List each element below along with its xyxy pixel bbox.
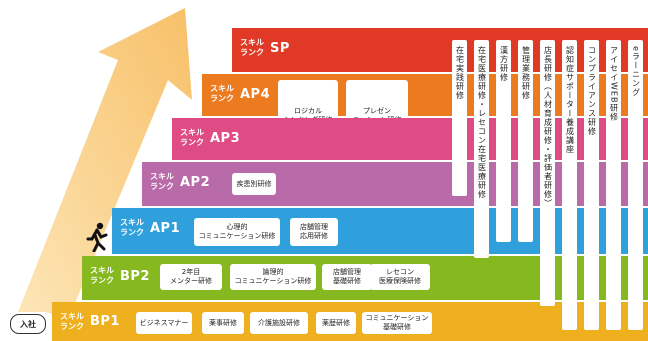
vertical-course-column: eラーニング (628, 40, 643, 330)
running-person-icon (86, 222, 108, 252)
rank-label-ap4: スキルランク AP4 (210, 74, 270, 114)
vertical-course-label: 管理業務研修 (521, 46, 531, 100)
course-box: 疾患別研修 (232, 173, 276, 195)
course-box: 2年目 メンター研修 (160, 264, 222, 290)
tier-band-sp (232, 28, 648, 72)
rank-label-bp2: スキルランク BP2 (90, 256, 150, 296)
vertical-course-label: コンプライアンス研修 (587, 46, 597, 136)
rank-rank-text: ランク (150, 182, 174, 191)
rank-rank-text: ランク (240, 48, 264, 57)
rank-code: AP2 (180, 174, 211, 190)
rank-skill-text: スキル (240, 38, 264, 47)
rank-label-ap1: スキルランク AP1 (120, 208, 180, 248)
rank-code: BP1 (90, 314, 120, 329)
vertical-course-label: 店長研修（人材育成研修・評価者研修） (543, 46, 553, 208)
vertical-course-label: 漢方研修 (499, 46, 509, 82)
growth-arrow-shape (18, 8, 192, 320)
rank-skill-text: スキル (210, 84, 234, 93)
vertical-course-label: 在宅医療研修・レセコン在宅医療研修 (477, 46, 487, 199)
vertical-course-column: アイセイWEB研修 (606, 40, 621, 330)
vertical-course-label: 在宅実践研修 (455, 46, 465, 100)
rank-rank-text: ランク (210, 94, 234, 103)
rank-skill-text: スキル (180, 128, 204, 137)
vertical-course-label: アイセイWEB研修 (609, 46, 619, 122)
course-box: レセコン 医療保険研修 (370, 264, 430, 290)
vertical-course-column: コンプライアンス研修 (584, 40, 599, 330)
course-box: コミュニケーション 基礎研修 (362, 312, 432, 334)
course-box: 介護施設研修 (250, 312, 308, 334)
rank-code: SP (270, 40, 290, 56)
rank-skill-text: スキル (90, 266, 114, 275)
rank-code: AP1 (150, 220, 181, 236)
rank-label-bp1: スキルランク BP1 (60, 302, 120, 341)
vertical-course-column: 店長研修（人材育成研修・評価者研修） (540, 40, 555, 306)
rank-label-ap2: スキルランク AP2 (150, 162, 210, 202)
vertical-course-column: 在宅医療研修・レセコン在宅医療研修 (474, 40, 489, 258)
vertical-course-label: 認知症サポーター養成講座 (565, 46, 575, 154)
vertical-course-column: 漢方研修 (496, 40, 511, 242)
vertical-course-column: 管理業務研修 (518, 40, 533, 242)
course-box: ビジネスマナー (136, 312, 192, 334)
start-label: 入社 (10, 314, 46, 334)
rank-label-sp: スキルランク SP (240, 28, 290, 68)
course-box: 薬歴研修 (316, 312, 356, 334)
vertical-course-label: eラーニング (631, 46, 641, 97)
course-box: 心理的 コミュニケーション研修 (194, 218, 280, 246)
course-box: 薬事研修 (202, 312, 244, 334)
vertical-course-column: 認知症サポーター養成講座 (562, 40, 577, 330)
vertical-course-column: 在宅実践研修 (452, 40, 467, 196)
rank-rank-text: ランク (180, 138, 204, 147)
rank-skill-text: スキル (150, 172, 174, 181)
rank-rank-text: ランク (120, 228, 144, 237)
rank-skill-text: スキル (120, 218, 144, 227)
rank-rank-text: ランク (90, 276, 114, 285)
rank-code: BP2 (120, 268, 150, 284)
course-box: 店舗管理 応用研修 (290, 218, 338, 246)
rank-label-ap3: スキルランク AP3 (180, 118, 240, 158)
course-box: 店舗管理 基礎研修 (322, 264, 372, 290)
course-box: 論理的 コミュニケーション研修 (230, 264, 316, 290)
rank-rank-text: ランク (60, 321, 84, 331)
rank-code: AP3 (210, 130, 241, 146)
rank-code: AP4 (240, 86, 271, 102)
rank-skill-text: スキル (60, 311, 84, 321)
